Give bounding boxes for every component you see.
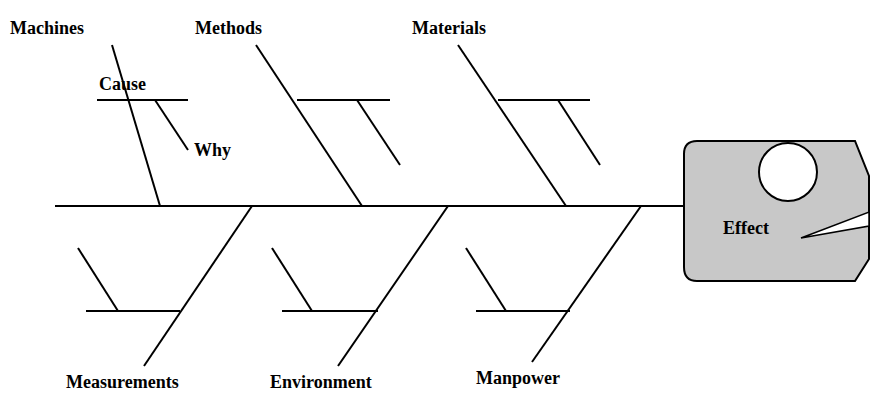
category-label: Measurements — [66, 372, 179, 392]
fish-head: Effect — [683, 140, 870, 282]
fish-head-outline — [683, 140, 870, 282]
cause-label: Cause — [99, 74, 146, 94]
category-label: Machines — [10, 18, 84, 38]
why-label: Why — [194, 140, 231, 160]
category-label: Materials — [412, 18, 486, 38]
category-label: Manpower — [476, 368, 560, 388]
category-label: Methods — [195, 18, 262, 38]
effect-label: Effect — [723, 218, 769, 238]
category-label: Environment — [270, 372, 372, 392]
